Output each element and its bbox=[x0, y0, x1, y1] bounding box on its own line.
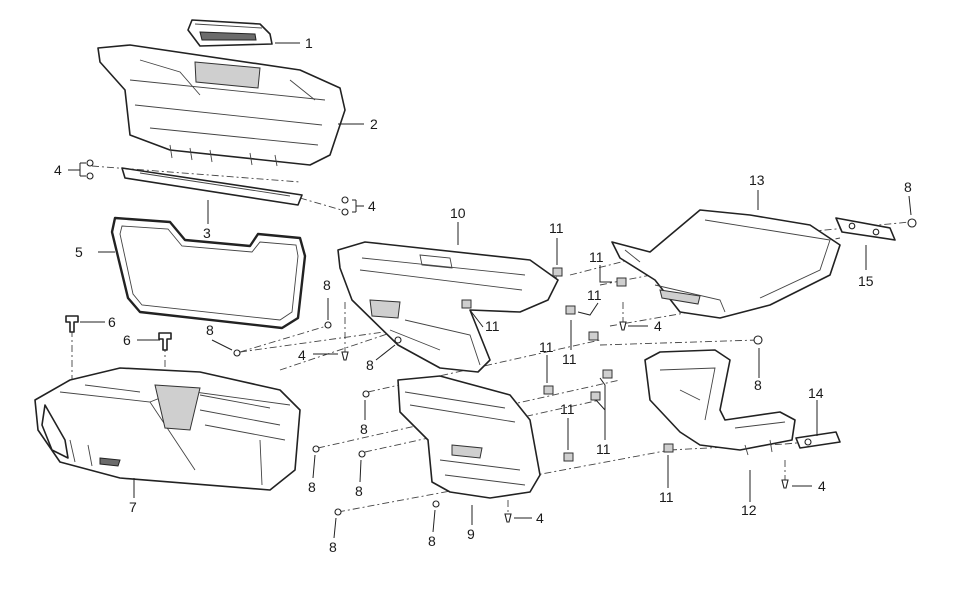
part-5-gasket bbox=[110, 216, 307, 330]
callout-11i: 11 bbox=[659, 489, 674, 505]
callout-10: 10 bbox=[450, 205, 466, 221]
screws-4 bbox=[341, 321, 789, 523]
callout-9: 9 bbox=[467, 526, 475, 542]
screws-8 bbox=[233, 321, 763, 516]
callout-11b: 11 bbox=[589, 249, 604, 265]
callout-8i: 8 bbox=[754, 377, 762, 393]
callout-11c: 11 bbox=[587, 287, 602, 303]
part-2-lid bbox=[97, 44, 346, 167]
callout-8h: 8 bbox=[428, 533, 436, 549]
callout-6b: 6 bbox=[123, 332, 131, 348]
leader-8g bbox=[333, 517, 337, 539]
leader-11d bbox=[469, 309, 484, 328]
callout-13: 13 bbox=[749, 172, 765, 188]
leader-4a bbox=[68, 162, 86, 177]
leader-8h bbox=[432, 509, 436, 533]
callout-14: 14 bbox=[808, 385, 824, 401]
callout-4b: 4 bbox=[368, 198, 376, 214]
assembly-line-screw-8-upper-b bbox=[239, 324, 331, 353]
callout-8e: 8 bbox=[308, 479, 316, 495]
callout-3: 3 bbox=[203, 225, 211, 241]
callout-5: 5 bbox=[75, 244, 83, 260]
callout-6a: 6 bbox=[108, 314, 116, 330]
callout-4f: 4 bbox=[818, 478, 826, 494]
callout-labels: 1 2 3 4 4 4 4 4 4 5 6 6 7 8 8 8 8 8 8 8 … bbox=[54, 35, 912, 555]
callout-8f: 8 bbox=[355, 483, 363, 499]
callout-4a: 4 bbox=[54, 162, 62, 178]
callout-8g: 8 bbox=[329, 539, 337, 555]
part-12-lower-bracket bbox=[644, 349, 796, 456]
part-7-box bbox=[34, 367, 301, 491]
callout-11d: 11 bbox=[485, 318, 500, 334]
callout-8b: 8 bbox=[206, 322, 214, 338]
leader-11c bbox=[577, 302, 599, 316]
leader-4b bbox=[352, 199, 364, 213]
leader-8e bbox=[312, 454, 316, 479]
part-1-latch bbox=[187, 19, 273, 47]
nuts-11 bbox=[461, 267, 674, 462]
assembly-line-bolt-rail-right bbox=[299, 197, 346, 212]
assembly-line-nut-11-mid bbox=[367, 339, 601, 393]
leader-lines bbox=[68, 42, 912, 539]
leader-11b bbox=[599, 265, 612, 283]
callout-4e: 4 bbox=[536, 510, 544, 526]
part-14-plate bbox=[795, 431, 841, 449]
callout-4c: 4 bbox=[298, 347, 306, 363]
part-6-bolts bbox=[65, 315, 172, 351]
callout-11a: 11 bbox=[549, 220, 564, 236]
callout-11h: 11 bbox=[560, 401, 575, 417]
callout-7: 7 bbox=[129, 499, 137, 515]
part-10-upper-panel bbox=[337, 241, 559, 373]
assembly-line-screw-8-upper bbox=[239, 319, 471, 353]
part-3-rail bbox=[86, 159, 349, 216]
callout-4d: 4 bbox=[654, 318, 662, 334]
callout-12: 12 bbox=[741, 502, 757, 518]
callout-15: 15 bbox=[858, 273, 874, 289]
leader-8c bbox=[375, 344, 396, 361]
callout-11g: 11 bbox=[596, 441, 611, 457]
assembly-line-screw-8-right bbox=[599, 339, 759, 346]
part-9-lower-panel bbox=[397, 375, 541, 499]
leader-8f bbox=[359, 459, 362, 483]
part-15-plate bbox=[835, 217, 917, 241]
leader-11g bbox=[595, 377, 606, 440]
callout-8d: 8 bbox=[360, 421, 368, 437]
callout-11f: 11 bbox=[539, 339, 554, 355]
leader-8b bbox=[211, 339, 233, 351]
part-13-right-upper-panel bbox=[611, 209, 841, 319]
callout-1: 1 bbox=[305, 35, 313, 51]
callout-8c: 8 bbox=[366, 357, 374, 373]
callout-8j: 8 bbox=[904, 179, 912, 195]
leader-8-top-right bbox=[908, 195, 912, 216]
callout-2: 2 bbox=[370, 116, 378, 132]
callout-8a: 8 bbox=[323, 277, 331, 293]
callout-11e: 11 bbox=[562, 351, 577, 367]
